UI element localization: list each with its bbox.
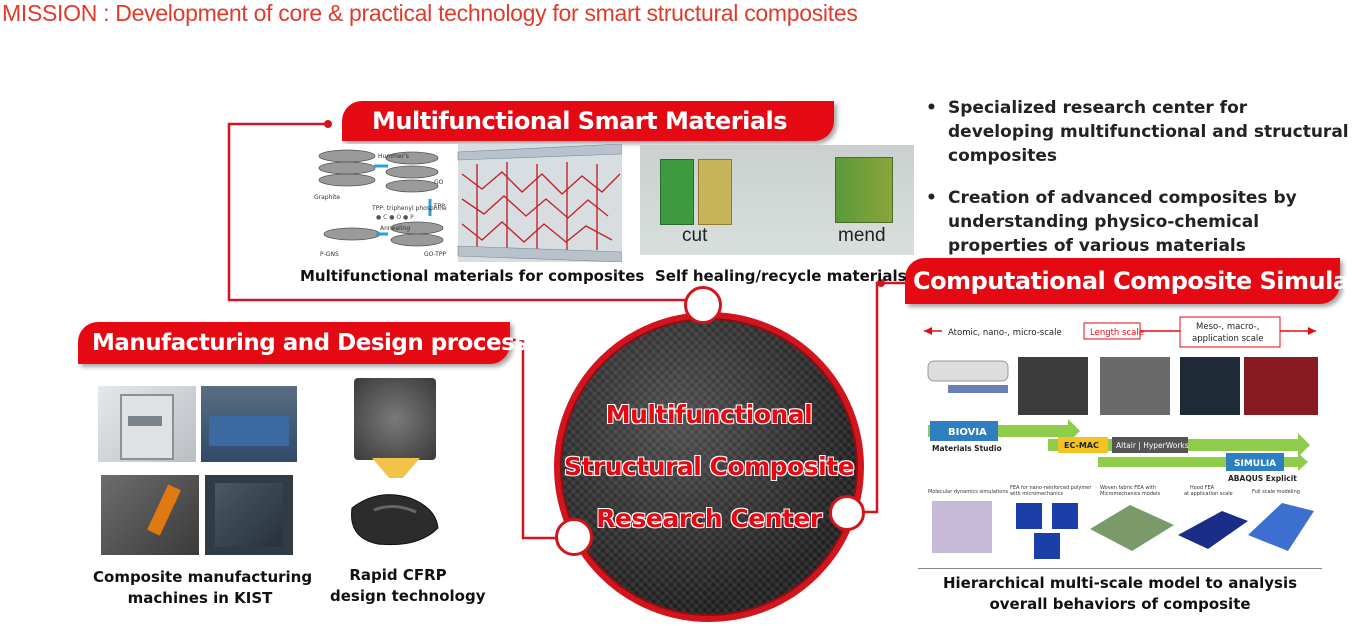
connector-ring-top bbox=[684, 286, 722, 324]
scale-right-label-2: application scale bbox=[1192, 334, 1264, 344]
materials-studio-label: Materials Studio bbox=[932, 444, 1002, 453]
go-label: GO bbox=[434, 179, 444, 186]
materials-caption: Multifunctional materials for composites bbox=[300, 267, 645, 285]
composite-panel bbox=[215, 483, 283, 547]
smart-materials-banner: Multifunctional Smart Materials bbox=[342, 101, 834, 141]
woven-caption-2: Micromechanics models bbox=[1100, 491, 1160, 497]
center-title-line3: Research Center bbox=[596, 504, 822, 533]
hood-model bbox=[1178, 511, 1248, 549]
materials-figure: Graphite Hummer's GO TPP: triphenyl phos… bbox=[312, 144, 622, 262]
woven-caption-1: Woven fabric FEA with bbox=[1100, 485, 1156, 491]
connector-manufacturing bbox=[510, 338, 560, 540]
hummers-label: Hummer's bbox=[378, 153, 409, 160]
simulia-logo: SIMULIA bbox=[1234, 459, 1276, 469]
mission-title: MISSION : Development of core & practica… bbox=[2, 0, 858, 26]
robot-arm-photo bbox=[101, 475, 199, 555]
tpp-arrow-label: TPP bbox=[433, 203, 445, 210]
connector-ring-right bbox=[829, 495, 865, 531]
car-image bbox=[1244, 357, 1318, 415]
connector-materials bbox=[227, 122, 703, 302]
md-caption: Molecular dynamics simulations bbox=[928, 489, 1008, 495]
cfrp-part-photo bbox=[354, 378, 436, 460]
nanotube-image bbox=[927, 360, 1009, 393]
fea-cube-2 bbox=[1052, 503, 1078, 529]
woven-model bbox=[1090, 505, 1174, 551]
bullet-item: •Specialized research center for develop… bbox=[926, 98, 1349, 166]
mend-label: mend bbox=[838, 225, 886, 246]
press-plate bbox=[128, 416, 162, 426]
machines-caption: Composite manufacturing machines in KIST bbox=[93, 567, 313, 609]
altair-logo: Altair | HyperWorks bbox=[1116, 441, 1189, 450]
fea-nano-caption-1: FEA for nano-reinforced polymer bbox=[1010, 485, 1092, 491]
bullet-item: •Creation of advanced composites by unde… bbox=[926, 188, 1297, 256]
center-title-line1: Multifunctional bbox=[605, 400, 813, 429]
full-scale-caption: Full scale modeling bbox=[1252, 489, 1300, 495]
fea-nano-caption-2: with micromechanics bbox=[1010, 491, 1063, 497]
hood-caption-1: Hood FEA bbox=[1190, 485, 1215, 491]
hood-image bbox=[1180, 357, 1240, 415]
biovia-logo: BIOVIA bbox=[948, 427, 987, 438]
connector-dot-2 bbox=[877, 279, 885, 287]
go-tpp-label: GO-TPP bbox=[424, 251, 446, 258]
car-model bbox=[1248, 503, 1314, 551]
factory-machine bbox=[209, 416, 289, 446]
press-frame bbox=[120, 394, 174, 460]
cfrp-caption: Rapid CFRP design technology bbox=[330, 565, 486, 607]
multiscale-chart: Atomic, nano-, micro-scale Length scale … bbox=[924, 316, 1318, 559]
scale-right-label-1: Meso-, macro-, bbox=[1196, 322, 1259, 332]
down-arrow-icon bbox=[372, 458, 420, 486]
center-title-line2: Structural Composite bbox=[563, 452, 855, 481]
hierarchical-caption-line1: Hierarchical multi-scale model to analys… bbox=[942, 574, 1298, 592]
connector-dot-1 bbox=[324, 120, 332, 128]
machines-caption-line1: Composite manufacturing bbox=[93, 568, 313, 586]
graphite-label: Graphite bbox=[314, 194, 340, 201]
cut-sample-green bbox=[660, 159, 694, 225]
scale-left-label: Atomic, nano-, micro-scale bbox=[948, 328, 1062, 338]
machines-caption-line2: machines in KIST bbox=[127, 589, 273, 607]
md-image bbox=[932, 501, 992, 553]
bullet-text: Creation of advanced composites by under… bbox=[948, 188, 1297, 256]
bullet-text: Specialized research center for developi… bbox=[948, 98, 1349, 166]
cfrp-caption-line2: design technology bbox=[330, 587, 486, 605]
atom-legend: ● C ● O ● P bbox=[376, 214, 414, 221]
robot-arm bbox=[147, 484, 181, 536]
simulation-divider bbox=[918, 568, 1322, 569]
tpp-label: TPP: triphenyl phosphine bbox=[371, 205, 447, 212]
factory-line-photo bbox=[201, 386, 297, 462]
self-healing-caption: Self healing/recycle materials bbox=[655, 267, 907, 285]
fea-cube-1 bbox=[1016, 503, 1042, 529]
connector-ring-left bbox=[555, 518, 593, 556]
manufacturing-banner: Manufacturing and Design process bbox=[78, 322, 528, 364]
self-healing-photo: cut mend bbox=[640, 145, 914, 255]
composite-panel-photo bbox=[205, 475, 293, 555]
research-center-circle: Multifunctional Structural Composite Res… bbox=[554, 312, 864, 622]
cut-sample-yellow bbox=[698, 159, 732, 225]
annealing-label: Annealing bbox=[380, 225, 410, 232]
cut-label: cut bbox=[682, 225, 708, 246]
simulation-banner: Computational Composite Simulations bbox=[905, 258, 1352, 304]
simulation-figure: Atomic, nano-, micro-scale Length scale … bbox=[918, 315, 1322, 567]
cfrp-design-photo bbox=[338, 478, 450, 558]
pgns-label: P-GNS bbox=[320, 251, 339, 258]
press-machine-photo bbox=[98, 386, 196, 462]
hierarchical-caption-line2: overall behaviors of composite bbox=[989, 595, 1251, 613]
scale-mid-label: Length scale bbox=[1090, 328, 1144, 338]
mission-bullets: •Specialized research center for develop… bbox=[922, 96, 1352, 276]
fea-cube-3 bbox=[1034, 533, 1060, 559]
abaqus-label: ABAQUS Explicit bbox=[1228, 474, 1297, 483]
hood-caption-2: at application scale bbox=[1184, 491, 1233, 497]
woven-fabric-image bbox=[1100, 357, 1170, 415]
ecmac-logo: EC-MAC bbox=[1064, 441, 1099, 450]
graphene-structure-image: Graphite Hummer's GO TPP: triphenyl phos… bbox=[314, 144, 622, 262]
mended-sample bbox=[835, 157, 893, 223]
cfrp-caption-line1: Rapid CFRP bbox=[349, 566, 447, 584]
hierarchical-caption: Hierarchical multi-scale model to analys… bbox=[918, 573, 1322, 615]
microscope-image bbox=[1018, 357, 1088, 415]
